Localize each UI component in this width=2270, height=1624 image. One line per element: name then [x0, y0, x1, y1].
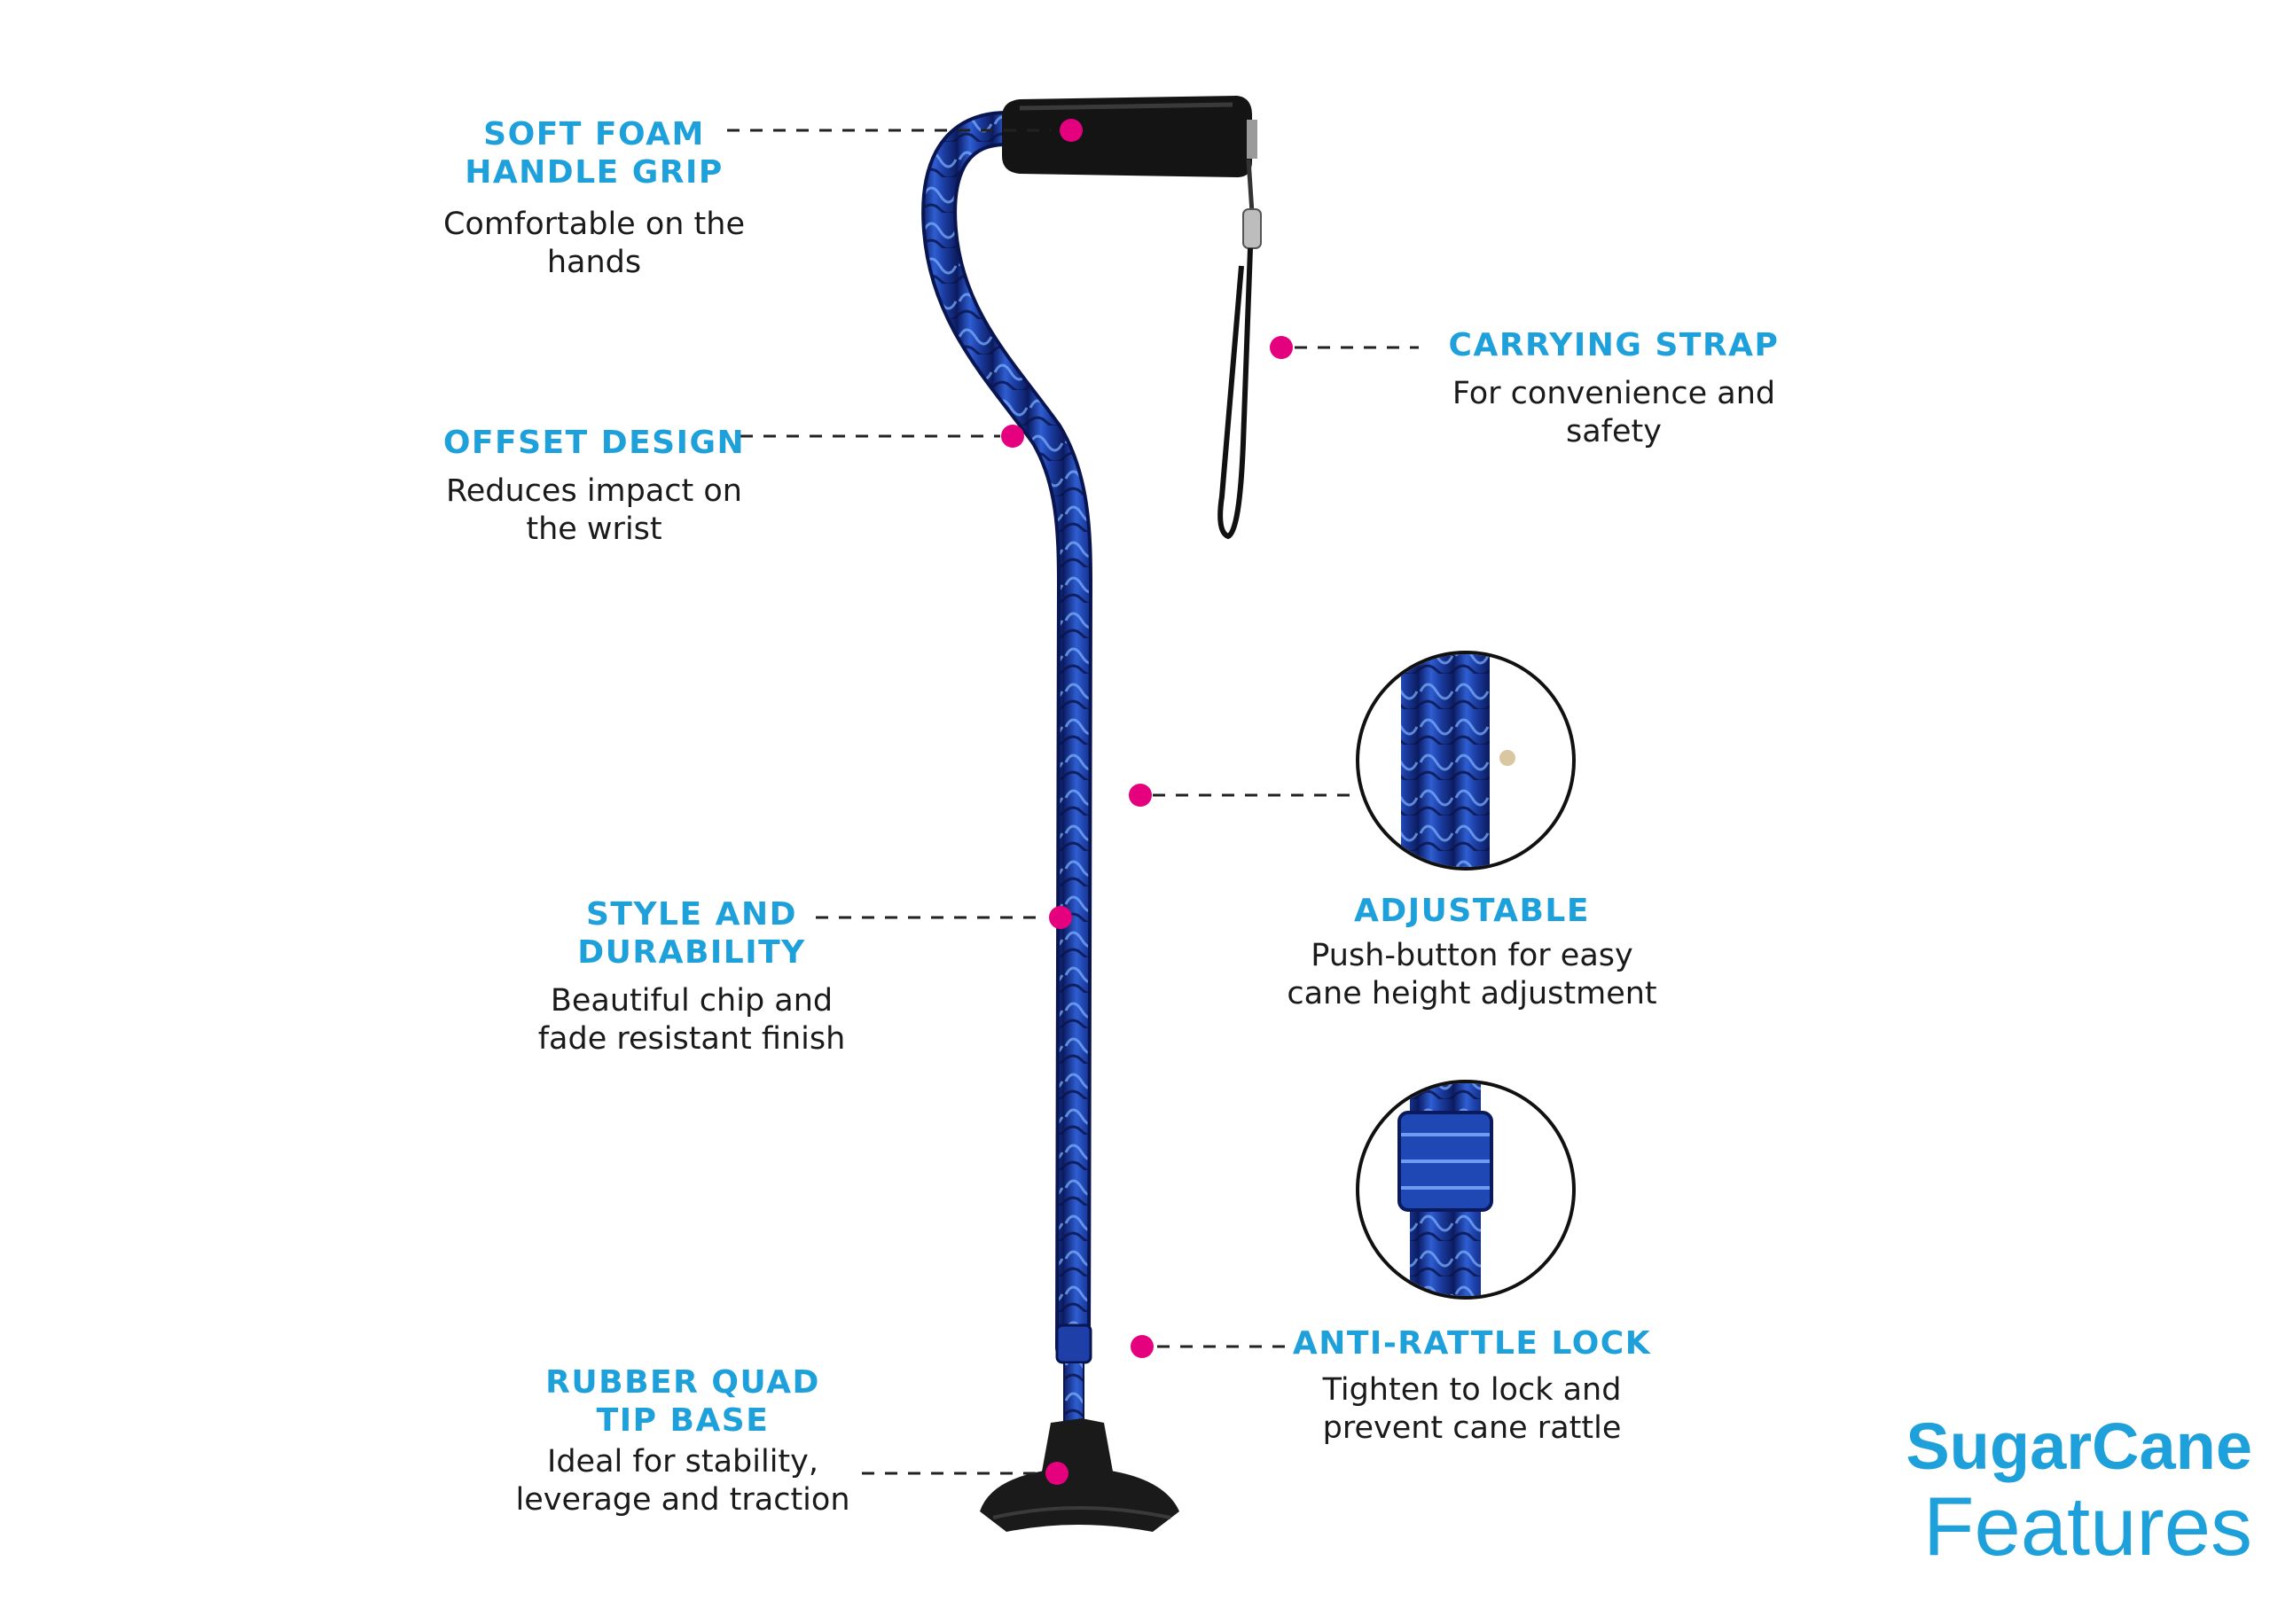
quad-tip-base — [980, 1418, 1179, 1532]
foam-grip — [1002, 96, 1257, 177]
feature-title: SOFT FOAM HANDLE GRIP — [465, 116, 724, 191]
offset-marker-dot — [1001, 425, 1024, 448]
adjustable-zoom-circle — [1356, 651, 1576, 871]
feature-offset: OFFSET DESIGN Reduces impact on the wris… — [408, 424, 780, 549]
feature-lock: ANTI-RATTLE LOCK Tighten to lock and pre… — [1268, 1324, 1676, 1448]
lock-marker-dot — [1131, 1335, 1154, 1358]
feature-grip: SOFT FOAM HANDLE GRIP Comfortable on the… — [412, 115, 776, 282]
grip-marker-dot — [1060, 119, 1083, 142]
feature-base: RUBBER QUAD TIP BASE Ideal for stability… — [497, 1363, 869, 1519]
feature-title: ADJUSTABLE — [1354, 893, 1590, 929]
brand-name: SugarCane — [1906, 1409, 2252, 1483]
style-marker-dot — [1049, 906, 1072, 929]
feature-description: Reduces impact on the wrist — [446, 473, 742, 547]
feature-description: Beautiful chip and fade resistant finish — [537, 983, 846, 1057]
feature-adjustable: ADJUSTABLE Push-button for easy cane hei… — [1241, 892, 1702, 1013]
leader-lines — [727, 129, 1419, 1475]
feature-title: OFFSET DESIGN — [442, 425, 746, 461]
feature-title: CARRYING STRAP — [1448, 327, 1780, 363]
feature-style: STYLE AND DURABILITY Beautiful chip and … — [505, 895, 878, 1058]
feature-description: Ideal for stability, leverage and tracti… — [515, 1444, 850, 1518]
carrying-strap — [1217, 159, 1262, 540]
feature-description: Push-button for easy cane height adjustm… — [1287, 938, 1657, 1011]
feature-title: RUBBER QUAD TIP BASE — [545, 1364, 820, 1439]
lock-zoom-circle — [1356, 1080, 1576, 1300]
lock-collar — [1055, 1323, 1092, 1364]
brand-heading: SugarCane Features — [1809, 1411, 2252, 1571]
feature-strap: CARRYING STRAP For convenience and safet… — [1392, 326, 1836, 451]
feature-title: STYLE AND DURABILITY — [577, 896, 806, 971]
base-marker-dot — [1045, 1462, 1068, 1485]
cane-shaft — [921, 111, 1093, 1424]
feature-description: Comfortable on the hands — [442, 207, 745, 280]
strap-marker-dot — [1270, 336, 1293, 359]
feature-description: For convenience and safety — [1452, 376, 1776, 449]
brand-subtitle: Features — [1923, 1480, 2252, 1573]
feature-title: ANTI-RATTLE LOCK — [1292, 1325, 1652, 1362]
feature-description: Tighten to lock and prevent cane rattle — [1322, 1372, 1622, 1446]
adjustable-marker-dot — [1129, 784, 1152, 807]
